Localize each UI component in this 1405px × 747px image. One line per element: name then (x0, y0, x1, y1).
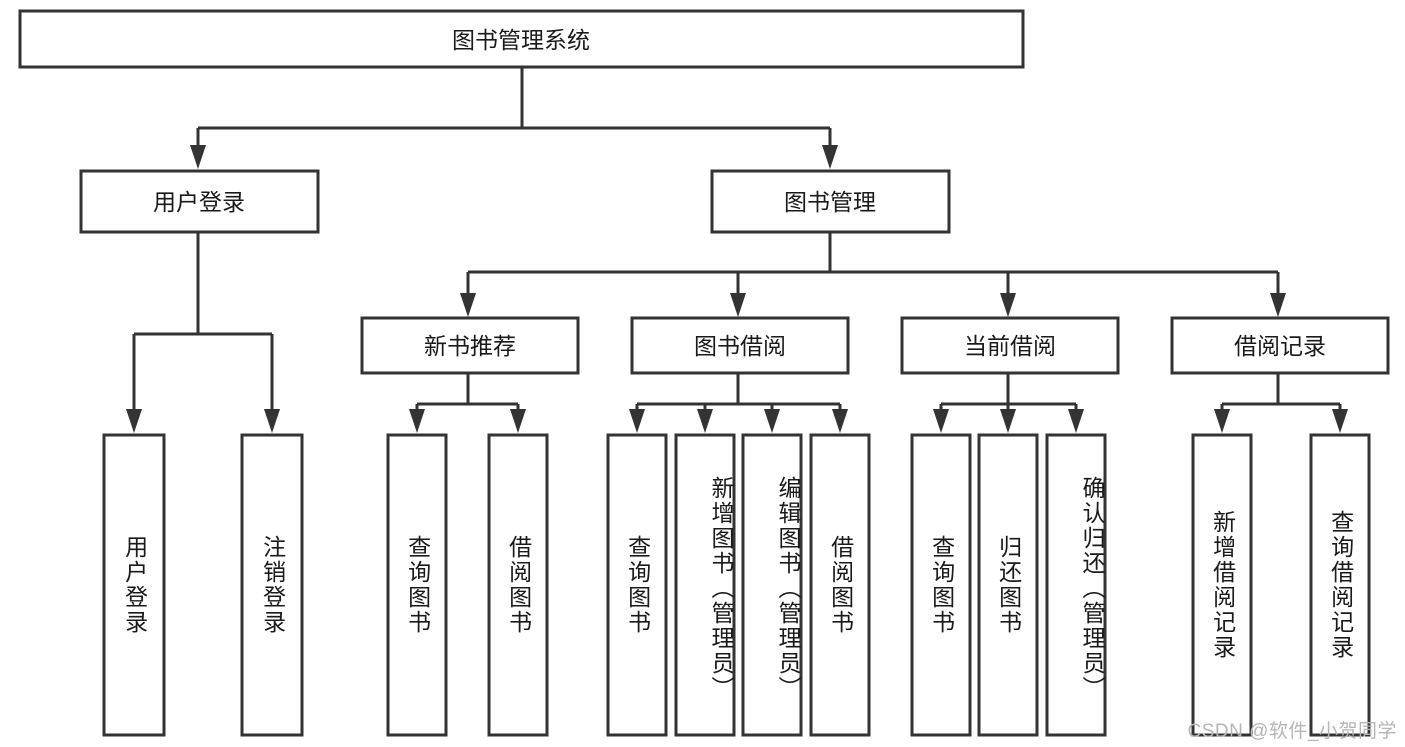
arrow-head-user-login (190, 145, 206, 169)
leaf-box-return-book[interactable] (977, 433, 1039, 737)
leaf-box-edit-book-admin[interactable] (741, 433, 803, 737)
node-root[interactable]: 图书管理系统 (18, 9, 1025, 69)
node-user-login-label: 用户登录 (153, 189, 245, 215)
leaf-box-borrow-book-2[interactable] (809, 433, 871, 737)
arrow-head-book-mgmt (822, 145, 838, 169)
node-book-borrow-box[interactable] (630, 316, 850, 375)
leaf-box-query-book-1[interactable] (386, 433, 448, 737)
arrow-head-record-leaf1 (1214, 409, 1230, 433)
arrow-head-newbook-leaf2 (510, 409, 526, 433)
arrow-head-borrow-leaf2 (697, 409, 713, 433)
arrow-head-leaf-user-login (126, 409, 142, 433)
node-book-borrow[interactable]: 图书借阅 (630, 316, 850, 375)
arrow-head-record (1270, 293, 1286, 317)
arrow-head-leaf-logout (264, 409, 280, 433)
leaf-box-confirm-return-admin[interactable] (1045, 433, 1107, 737)
leaf-box-query-record[interactable] (1309, 433, 1371, 737)
leaf-box-logout[interactable] (240, 433, 304, 737)
connector-group-record (1214, 373, 1348, 433)
node-current-borrow-label: 当前借阅 (964, 333, 1056, 359)
csdn-watermark: CSDN @软件_小贺同学 (1187, 721, 1397, 742)
node-new-book-recommend[interactable]: 新书推荐 (360, 316, 580, 375)
connector-group-current (933, 373, 1084, 433)
node-borrow-record[interactable]: 借阅记录 (1170, 316, 1390, 375)
connector-group-borrow (629, 373, 848, 433)
arrow-head-borrow-leaf4 (832, 409, 848, 433)
arrow-head-borrow-leaf1 (629, 409, 645, 433)
node-borrow-record-label: 借阅记录 (1234, 333, 1326, 359)
leaf-boxes (102, 433, 1371, 737)
arrow-head-current-leaf3 (1068, 409, 1084, 433)
node-current-borrow[interactable]: 当前借阅 (900, 316, 1120, 375)
node-book-management-label: 图书管理 (784, 189, 876, 215)
node-root-box[interactable] (18, 9, 1025, 69)
arrow-head-newbook-leaf1 (409, 409, 425, 433)
leaf-box-user-login[interactable] (102, 433, 166, 737)
arrow-head-current-leaf1 (933, 409, 949, 433)
connector-group-newbook (409, 373, 526, 433)
arrow-head-borrow-leaf3 (764, 409, 780, 433)
node-current-borrow-box[interactable] (900, 316, 1120, 375)
leaf-box-add-book-admin[interactable] (674, 433, 736, 737)
arrow-head-borrow (730, 293, 746, 317)
node-borrow-record-box[interactable] (1170, 316, 1390, 375)
leaf-box-add-record[interactable] (1191, 433, 1253, 737)
arrow-head-newbook (460, 293, 476, 317)
leaf-box-query-book-3[interactable] (910, 433, 972, 737)
node-user-login[interactable]: 用户登录 (79, 169, 320, 234)
arrow-head-record-leaf2 (1332, 409, 1348, 433)
arrow-head-current (1000, 293, 1016, 317)
connector-group-root (190, 67, 838, 169)
node-new-book-recommend-box[interactable] (360, 316, 580, 375)
arrow-head-current-leaf2 (1000, 409, 1016, 433)
node-book-borrow-label: 图书借阅 (694, 333, 786, 359)
node-user-login-box[interactable] (79, 169, 320, 234)
connector-group-user-login (126, 232, 280, 433)
leaf-box-borrow-book-1[interactable] (487, 433, 549, 737)
node-root-label: 图书管理系统 (452, 27, 590, 53)
node-new-book-recommend-label: 新书推荐 (424, 333, 516, 359)
connector-group-book-mgmt (460, 232, 1286, 317)
node-book-management-box[interactable] (710, 169, 951, 234)
node-book-management[interactable]: 图书管理 (710, 169, 951, 234)
leaf-box-query-book-2[interactable] (606, 433, 668, 737)
